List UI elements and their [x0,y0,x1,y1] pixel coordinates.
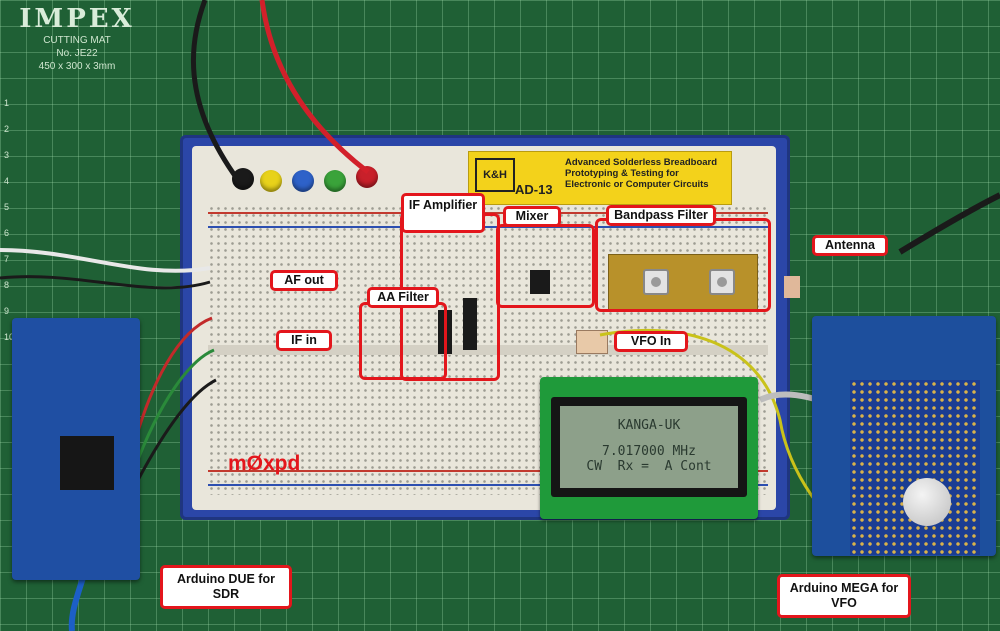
black-wire [0,275,211,290]
lcd-line-1: KANGA-UK [617,418,681,433]
label-af-out: AF out [270,270,338,291]
if-amplifier-ic [463,298,477,350]
trimmer-capacitor [643,269,669,295]
label-if-amplifier: IF Amplifier [401,193,485,233]
ruler-mark: 4 [4,176,10,186]
label-arduino-due: Arduino DUE for SDR [160,565,292,609]
mixer-ic [530,270,550,294]
label-aa-filter: AA Filter [367,287,439,308]
ruler-mark: 5 [4,202,10,212]
lcd-line-2: 7.017000 MHz [602,444,696,459]
power-rail-red [208,470,768,472]
green-wire [132,348,215,471]
tuning-knob [903,478,951,526]
breadboard-gutter [208,345,768,355]
ruler-mark: 9 [4,306,10,316]
kh-logo: K&H [475,158,515,192]
mat-ruler: 1 2 3 4 5 6 7 8 9 10 [0,0,14,631]
antenna-connector [784,276,800,298]
black-wire [136,378,217,481]
ruler-mark: 2 [4,124,10,134]
label-antenna: Antenna [812,235,888,256]
power-rail-blue [208,226,768,228]
label-mixer: Mixer [503,206,561,227]
ruler-mark: 3 [4,150,10,160]
red-wire [128,316,213,461]
bandpass-filter-pcb [608,254,758,310]
label-bandpass-filter: Bandpass Filter [606,205,716,226]
ruler-mark: 8 [4,280,10,290]
ruler-mark: 6 [4,228,10,238]
breadboard-label-plate: K&H AD-13 Advanced Solderless Breadboard… [468,151,732,205]
due-processor-chip [60,436,114,490]
breadboard-description: Advanced Solderless Breadboard Prototypi… [565,157,718,190]
ruler-mark: 10 [4,332,15,342]
breadboard-model: AD-13 [515,182,553,197]
bandpass-filter-frame [595,218,771,312]
green-jack [324,170,346,192]
black-jack [232,168,254,190]
red-wire [259,0,370,174]
trimmer-capacitor [709,269,735,295]
power-rail-blue [208,484,768,486]
white-wire [0,248,211,273]
antenna-cable [898,192,1000,255]
mixer-frame [496,224,595,308]
proto-shield [850,380,980,555]
yellow-jack [260,170,282,192]
ruler-mark: 7 [4,254,10,264]
blue-jack [292,170,314,192]
mat-size: 450 x 300 x 3mm [38,61,116,72]
callsign: mØxpd [228,452,301,475]
mat-product: CUTTING MAT [43,35,111,46]
lcd-line-3: CW Rx = A Cont [586,459,712,474]
aa-filter-frame [359,302,447,380]
label-vfo-in: VFO In [614,331,688,352]
black-wire [190,0,241,182]
label-if-in: IF in [276,330,332,351]
lcd-screen: KANGA-UK 7.017000 MHz CW Rx = A Cont [560,406,738,488]
mat-model: No. JE22 [56,48,98,59]
ruler-mark: 1 [4,98,10,108]
label-arduino-mega: Arduino MEGA for VFO [777,574,911,618]
mat-brand: IMPEX [19,4,135,34]
cutting-mat-label: IMPEX CUTTING MAT No. JE22 450 x 300 x 3… [18,4,136,84]
red-jack [356,166,378,188]
